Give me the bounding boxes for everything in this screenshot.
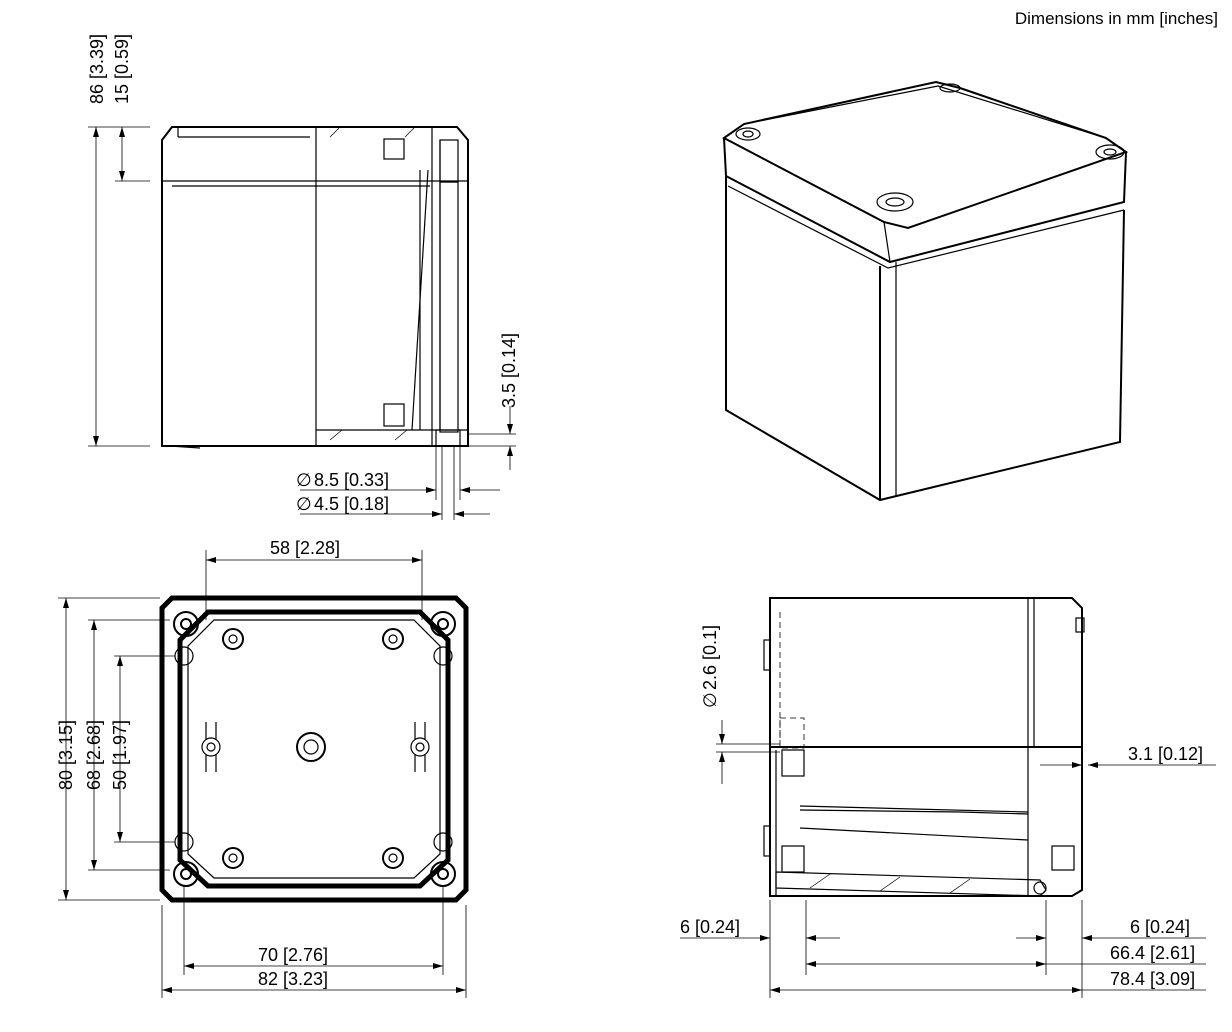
dim-hole-spacing-top: 58 [2.28] — [270, 538, 340, 558]
dim-small-hole-dia: 2.6 [0.1] — [700, 625, 720, 690]
dim-left-offset: 6 [0.24] — [680, 917, 740, 937]
dim-boss-inner-dia: 4.5 [0.18] — [314, 494, 389, 514]
dim-right-offset: 6 [0.24] — [1130, 917, 1190, 937]
units-note: Dimensions in mm [inches] — [1015, 9, 1218, 28]
dim-height-total: 86 [3.39] — [87, 34, 107, 104]
side-view: 86 [3.39] 15 [0.59] 3.5 [0.14] ∅ 8.5 [0.… — [87, 34, 519, 520]
dim-width-holes: 70 [2.76] — [258, 945, 328, 965]
section-view: ∅ 2.6 [0.1] 3.1 [0.12] 6 [0.24] 6 [0.24]… — [680, 597, 1216, 998]
dim-lid-height: 15 [0.59] — [112, 34, 132, 104]
isometric-view — [722, 80, 1129, 502]
dia-symbol: ∅ — [296, 494, 312, 514]
dim-height-mid: 68 [2.68] — [84, 720, 104, 790]
dim-outer-width: 78.4 [3.09] — [1110, 969, 1195, 989]
corner-boss — [173, 611, 456, 887]
dim-height-outer: 80 [3.15] — [56, 720, 76, 790]
bottom-view: 58 [2.28] 80 [3.15] 68 [2.68] 50 [1.97] … — [56, 538, 469, 998]
dia-symbol: ∅ — [700, 692, 720, 708]
dim-wall-offset: 3.1 [0.12] — [1128, 744, 1203, 764]
dim-foot-height: 3.5 [0.14] — [499, 333, 519, 408]
dim-width-outer: 82 [3.23] — [258, 969, 328, 989]
dim-inner-width: 66.4 [2.61] — [1110, 943, 1195, 963]
dim-height-inner: 50 [1.97] — [110, 720, 130, 790]
dim-boss-outer-dia: 8.5 [0.33] — [314, 470, 389, 490]
dia-symbol: ∅ — [296, 470, 312, 490]
